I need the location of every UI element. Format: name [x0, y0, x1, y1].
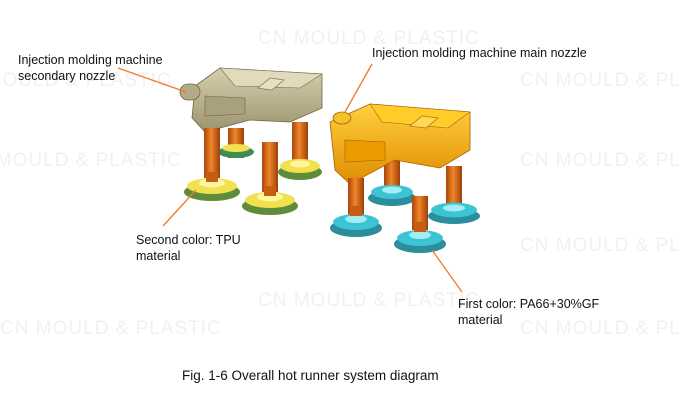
left-manifold — [179, 67, 323, 133]
leader-line — [162, 189, 197, 227]
label-line: First color: PA66+30%GF — [458, 297, 600, 311]
figure-caption: Fig. 1-6 Overall hot runner system diagr… — [182, 368, 439, 383]
watermark: CN MOULD & PLASTIC — [258, 28, 480, 49]
label-line: Injection molding machine — [18, 53, 163, 67]
nozzle-drop — [278, 122, 322, 180]
leader-line — [344, 63, 373, 113]
leader-lines — [117, 63, 463, 293]
watermark: CN MOULD & PLASTIC — [0, 150, 182, 171]
label-main-nozzle: Injection molding machine main nozzle — [372, 46, 587, 60]
watermark: CN MOULD & PLASTIC — [0, 70, 172, 91]
label-secondary-nozzle: Injection molding machine secondary nozz… — [18, 52, 163, 84]
left-tpu-assembly — [179, 67, 323, 215]
nozzle-drop — [428, 166, 480, 224]
label-line: material — [136, 249, 181, 263]
label-line: material — [458, 313, 503, 327]
label-second-color: Second color: TPU material — [136, 232, 241, 264]
nozzle-drop — [394, 196, 446, 253]
watermark: CN MOULD & PLASTIC — [258, 290, 480, 311]
watermark: CN MOULD & PLASTIC — [520, 235, 680, 256]
leader-line — [117, 67, 187, 93]
nozzle-drop — [242, 142, 298, 215]
label-line: Second color: TPU — [136, 233, 241, 247]
right-manifold — [329, 103, 471, 185]
nozzle-drop — [330, 178, 382, 237]
watermark: CN MOULD & PLASTIC — [520, 150, 680, 171]
watermark: CN MOULD & PLASTIC — [0, 318, 222, 339]
label-line: secondary nozzle — [18, 69, 116, 83]
secondary-nozzle-inlet — [179, 83, 201, 101]
right-pa66-assembly — [329, 103, 480, 253]
label-first-color: First color: PA66+30%GF material — [458, 296, 599, 328]
leader-line — [431, 249, 463, 293]
nozzle-drop — [218, 128, 254, 158]
watermark: CN MOULD & PLASTIC — [520, 70, 680, 91]
watermark: CN MOULD & PLASTIC — [520, 318, 680, 339]
main-nozzle-inlet — [332, 111, 352, 125]
nozzle-drop — [184, 128, 240, 201]
